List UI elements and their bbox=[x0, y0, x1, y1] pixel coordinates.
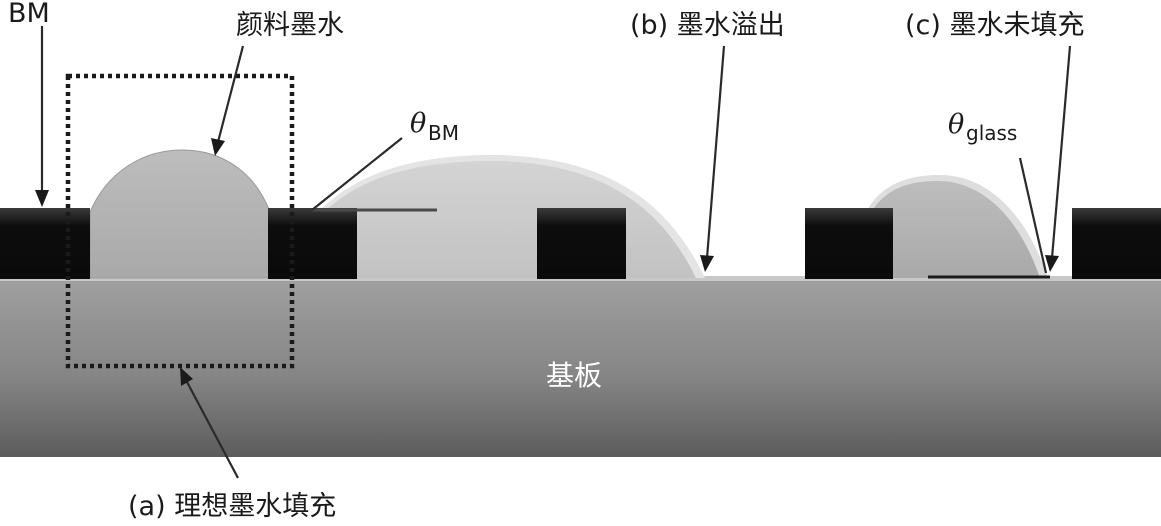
pigment-ink-leader-line bbox=[216, 45, 245, 143]
bm-arrowhead bbox=[35, 190, 49, 207]
theta-glass-symbol: θ bbox=[948, 109, 964, 140]
bm-block-1 bbox=[0, 208, 90, 279]
ink-droplet-underfill bbox=[870, 181, 1040, 278]
ink-overflow-label: (b) 墨水溢出 bbox=[630, 10, 785, 41]
bm-block-5 bbox=[1072, 208, 1161, 279]
bm-label: BM bbox=[8, 0, 50, 29]
ink-underfill-label: (c) 墨水未填充 bbox=[905, 10, 1085, 41]
theta-bm-subscript: BM bbox=[428, 121, 459, 145]
ink-droplet-ideal bbox=[89, 149, 271, 279]
ink-overflow-leader-line bbox=[705, 45, 726, 259]
theta-bm-leader bbox=[311, 137, 403, 211]
ink-underfill-arrowhead bbox=[1045, 255, 1059, 272]
ideal-fill-label: (a) 理想墨水填充 bbox=[128, 491, 336, 522]
bm-block-4 bbox=[805, 208, 893, 279]
theta-bm-symbol: θ bbox=[410, 108, 426, 139]
ideal-fill-arrowhead bbox=[180, 367, 193, 386]
pigment-ink-arrowhead bbox=[211, 138, 225, 156]
substrate bbox=[0, 279, 1161, 457]
ink-overflow-arrowhead bbox=[700, 255, 714, 272]
bm-block-2 bbox=[268, 208, 357, 279]
theta-glass-subscript: glass bbox=[966, 121, 1017, 145]
pigment-ink-label: 颜料墨水 bbox=[236, 10, 344, 41]
bm-block-3 bbox=[537, 208, 626, 279]
theta-glass-leader bbox=[1018, 157, 1048, 274]
ideal-fill-dotted-box bbox=[65, 73, 295, 369]
ideal-fill-leader-line bbox=[186, 381, 239, 479]
ink-underfill-leader-line bbox=[1050, 45, 1072, 259]
substrate-label: 基板 bbox=[546, 359, 602, 392]
